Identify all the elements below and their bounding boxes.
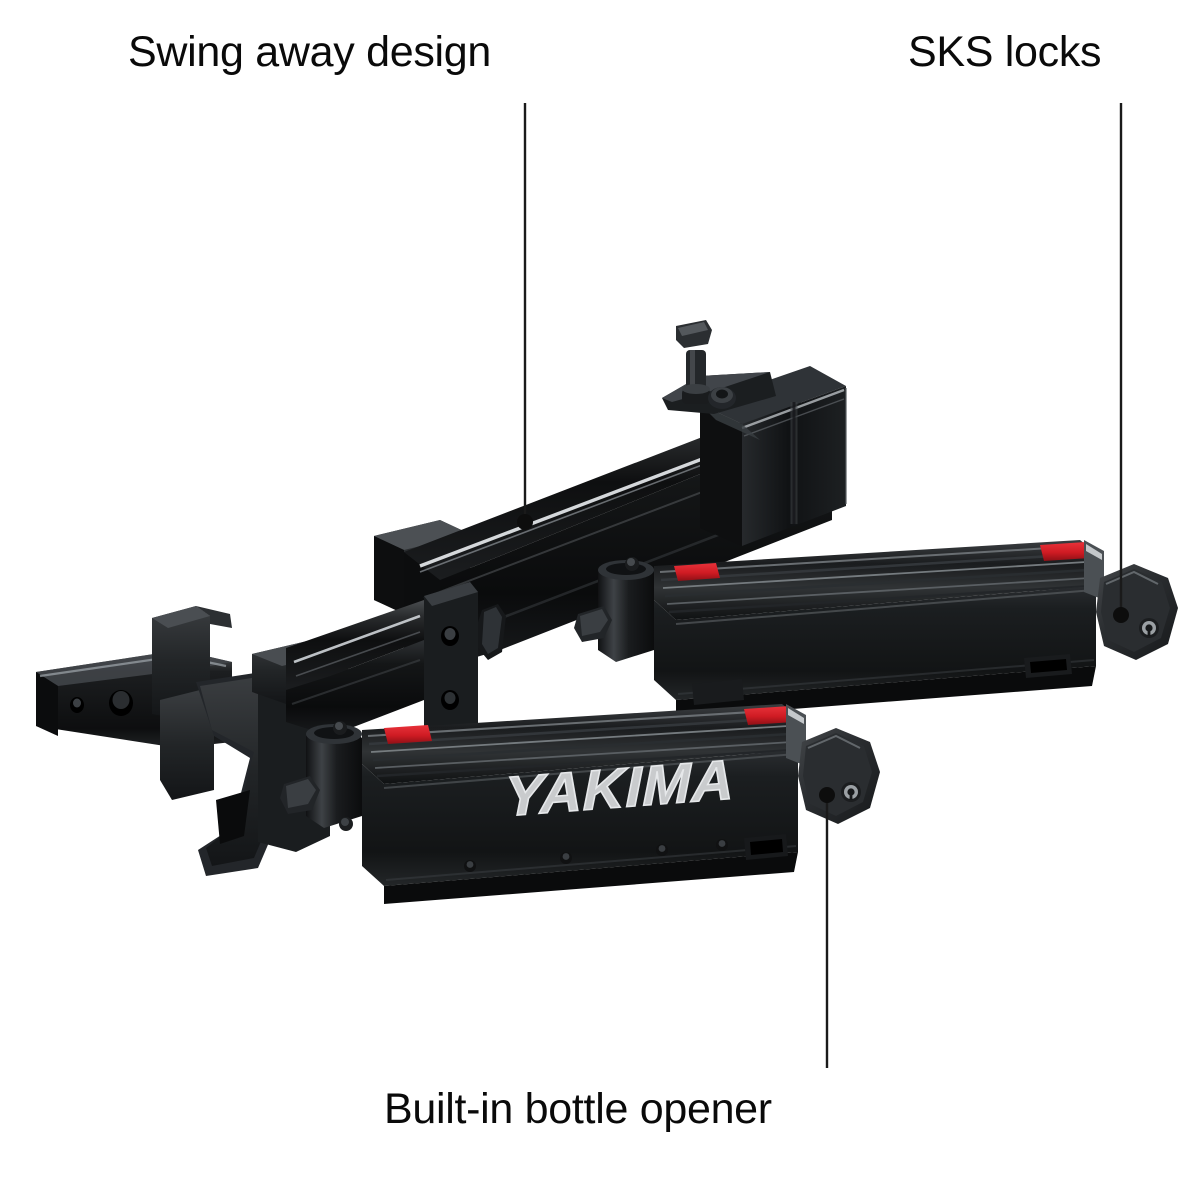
red-accent-tab	[1040, 542, 1090, 561]
sks-lock-cap-upper[interactable]	[1096, 564, 1178, 660]
t-handle-pin	[676, 320, 736, 409]
sks-lock-cap-lower[interactable]	[798, 728, 880, 824]
center-post	[424, 582, 506, 740]
red-accent-tab	[674, 563, 720, 581]
hinge-lower	[280, 721, 362, 831]
secondary-beam	[286, 600, 424, 736]
callout-leaders	[517, 103, 1129, 1068]
red-accent-tab	[384, 725, 432, 744]
leader-dot-bottle-opener	[819, 787, 835, 803]
callout-label-swing-away: Swing away design	[128, 28, 492, 76]
lower-tray-arm: YAKIMA	[280, 704, 806, 904]
tray-ribs-lower	[367, 709, 795, 778]
leader-dot-sks-locks	[1113, 607, 1129, 623]
upper-tray-arm	[574, 540, 1104, 718]
leader-dot-swing-away	[517, 514, 533, 530]
callout-label-sks-locks: SKS locks	[908, 28, 1102, 76]
red-accent-tab	[744, 706, 794, 725]
tray-ribs-upper	[659, 545, 1093, 614]
swing-pivot-box	[662, 366, 847, 546]
callout-label-bottle-opener: Built-in bottle opener	[384, 1085, 772, 1133]
hinge-upper	[574, 557, 654, 662]
